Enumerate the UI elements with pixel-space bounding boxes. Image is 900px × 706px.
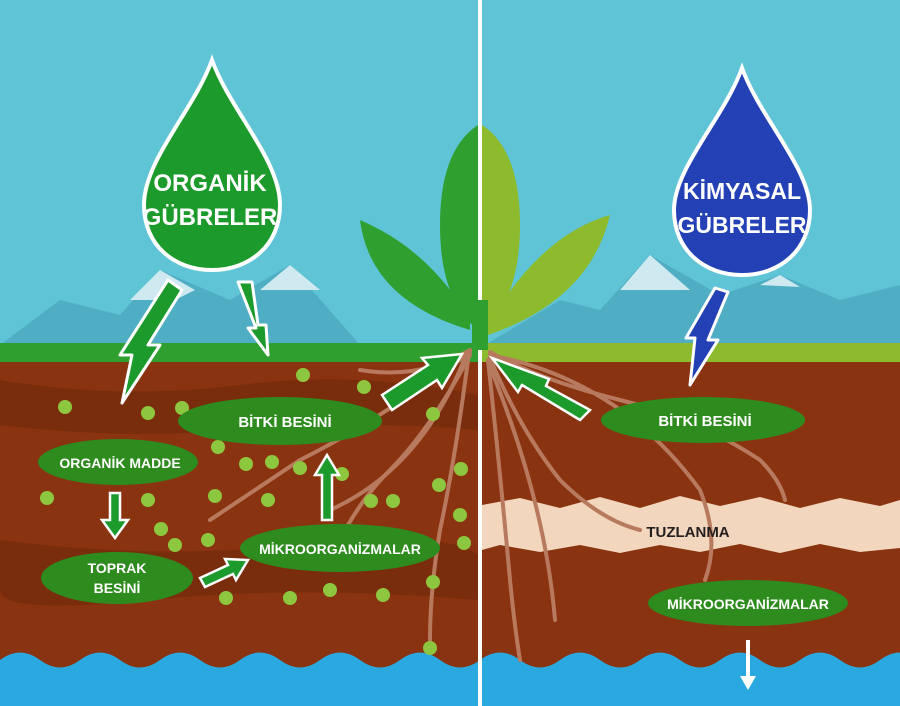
salinization-label: TUZLANMA: [646, 524, 729, 541]
organic-drop-line1: ORGANİK: [153, 170, 267, 197]
right-plant-nutrient-label: BİTKİ BESİNİ: [658, 413, 751, 430]
soil-nutrient-label-line2: BESİNİ: [94, 580, 141, 596]
left-plant-nutrient-label: BİTKİ BESİNİ: [238, 414, 331, 431]
chemical-drop-line1: KİMYASAL: [683, 178, 801, 204]
panel-divider: [478, 0, 482, 706]
soil-nutrient-label-line1: TOPRAK: [88, 560, 147, 576]
grass-left: [0, 343, 478, 365]
organic-matter-label: ORGANİK MADDE: [59, 455, 180, 471]
right-microorganisms-label: MİKROORGANİZMALAR: [667, 596, 829, 612]
chemical-drop-line2: GÜBRELER: [677, 212, 806, 238]
left-microorganisms-label: MİKROORGANİZMALAR: [259, 541, 421, 557]
organic-drop-line2: GÜBRELER: [143, 204, 278, 231]
